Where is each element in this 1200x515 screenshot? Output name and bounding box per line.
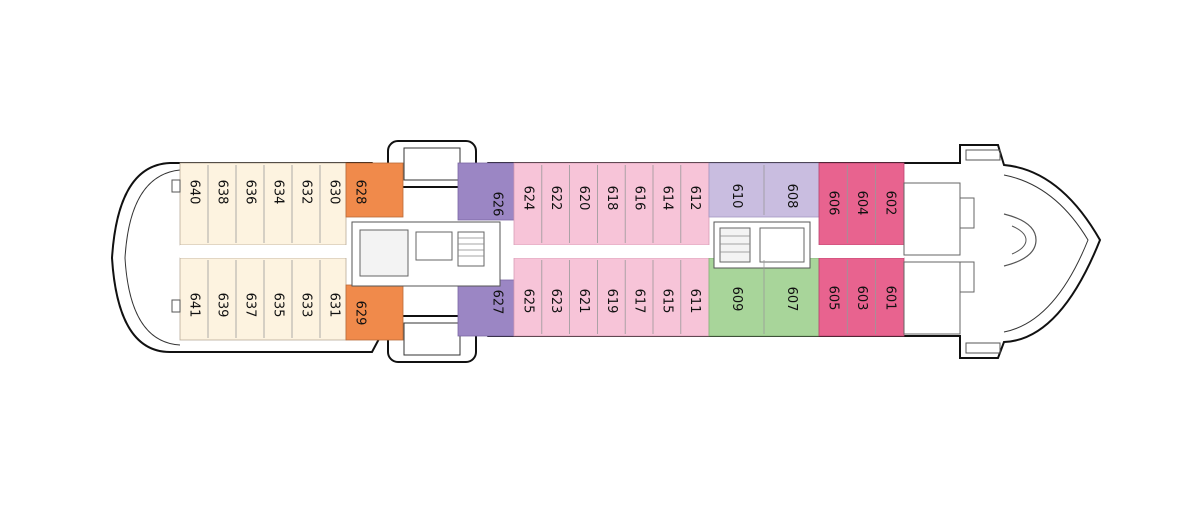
service-area-forward <box>713 221 811 269</box>
cabin-630[interactable]: 630 <box>327 180 342 205</box>
cabin-632[interactable]: 632 <box>299 180 314 205</box>
cabin-616[interactable]: 616 <box>632 186 647 211</box>
stern-inner-line <box>124 169 181 346</box>
zone-pink-lower <box>513 257 710 337</box>
cabin-623[interactable]: 623 <box>548 289 563 314</box>
cabin-614[interactable]: 614 <box>659 186 674 211</box>
cabin-615[interactable]: 615 <box>659 289 674 314</box>
zone-magenta-lower <box>818 257 905 337</box>
zone-magenta-upper <box>818 162 905 246</box>
zone-purple-upper <box>457 162 515 221</box>
cabin-603[interactable]: 603 <box>854 286 869 311</box>
zone-orange-upper <box>345 162 404 218</box>
cabin-639[interactable]: 639 <box>215 293 230 318</box>
cabin-627[interactable]: 627 <box>490 290 505 315</box>
cabin-604[interactable]: 604 <box>854 191 869 216</box>
cabin-636[interactable]: 636 <box>243 180 258 205</box>
cabin-607[interactable]: 607 <box>784 287 799 312</box>
cabin-617[interactable]: 617 <box>632 289 647 314</box>
cabin-622[interactable]: 622 <box>548 186 563 211</box>
zone-aft-lower <box>179 257 347 341</box>
service-area-midship <box>351 221 501 287</box>
cabin-635[interactable]: 635 <box>271 293 286 318</box>
cabin-606[interactable]: 606 <box>826 191 841 216</box>
cabin-628[interactable]: 628 <box>353 180 368 205</box>
cabin-612[interactable]: 612 <box>687 186 702 211</box>
lifeboat-lower <box>387 315 477 363</box>
cabin-634[interactable]: 634 <box>271 180 286 205</box>
cabin-601[interactable]: 601 <box>882 286 897 311</box>
bow-inner-line <box>1003 174 1089 333</box>
cabin-637[interactable]: 637 <box>243 293 258 318</box>
cabin-633[interactable]: 633 <box>299 293 314 318</box>
cabin-labels: 640 638 636 634 632 630 641 639 637 635 633 631 628 6… <box>187 180 898 326</box>
cabin-621[interactable]: 621 <box>576 289 591 314</box>
cabin-618[interactable]: 618 <box>604 186 619 211</box>
cabin-620[interactable]: 620 <box>576 186 591 211</box>
cabin-631[interactable]: 631 <box>327 293 342 318</box>
cabin-629[interactable]: 629 <box>353 301 368 326</box>
stern-detail <box>171 179 181 313</box>
cabin-619[interactable]: 619 <box>604 289 619 314</box>
cabin-626[interactable]: 626 <box>490 192 505 217</box>
bow-structure <box>903 149 1037 354</box>
zone-orange-lower <box>345 284 404 341</box>
cabin-605[interactable]: 605 <box>826 286 841 311</box>
zone-aft-upper <box>179 162 347 246</box>
cabin-611[interactable]: 611 <box>687 289 702 314</box>
cabin-625[interactable]: 625 <box>520 289 535 314</box>
cabin-610[interactable]: 610 <box>729 184 744 209</box>
cabin-640[interactable]: 640 <box>187 180 202 205</box>
cabin-602[interactable]: 602 <box>882 191 897 216</box>
cabin-624[interactable]: 624 <box>520 186 535 211</box>
cabin-638[interactable]: 638 <box>215 180 230 205</box>
cabin-641[interactable]: 641 <box>187 293 202 318</box>
zone-purple-lower <box>457 279 515 337</box>
cabin-608[interactable]: 608 <box>784 184 799 209</box>
cabin-609[interactable]: 609 <box>729 287 744 312</box>
